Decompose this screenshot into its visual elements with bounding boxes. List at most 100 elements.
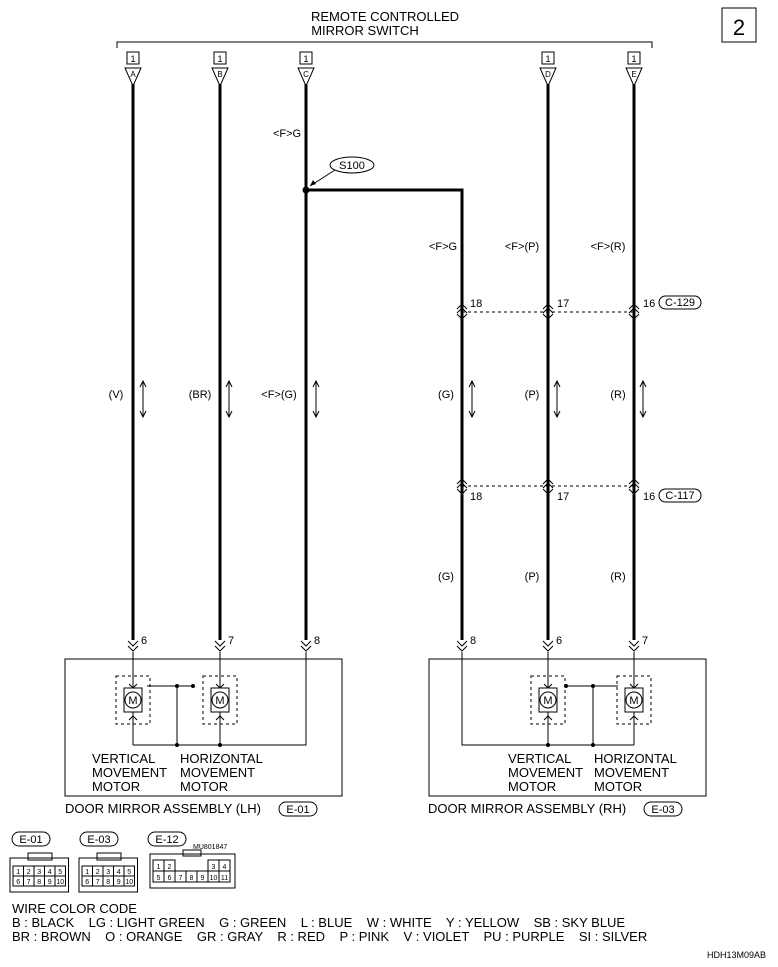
rh-assembly-connector: E-03 [651,804,674,816]
wire-label-c-top: <F>G [273,128,301,140]
lh-joint-4 [218,743,222,747]
lh-horizontal-label-2: MOVEMENT [180,765,255,780]
connector-views: E-01 E-03 E-12 MU801847 [11,831,227,851]
switch-title-line2: MIRROR SWITCH [311,23,419,38]
lh-vertical-motor-lead-bottom-chevron [128,715,138,721]
e12-cell-number: 2 [168,864,172,871]
lh-vertical-motor-symbol [124,691,142,709]
assembly-pin-chevron [628,640,640,647]
e03-housing [78,857,138,893]
c129-pin-16: 16 [643,298,655,310]
e12-part-number: MU801847 [193,844,227,851]
c117-chevron-upper [456,478,468,485]
assembly-pin-chevron2 [214,645,226,652]
c117-chevron-lower [628,488,640,495]
lh-horizontal-label-3: MOTOR [180,779,228,794]
assembly-pin-chevron [456,640,468,647]
c117-marks [456,478,640,495]
e01-latch [27,852,53,861]
assembly-pin-chevron2 [628,645,640,652]
e03-cell-number: 7 [96,879,100,886]
e01-cell-number: 8 [37,879,41,886]
e12-tag [147,831,187,847]
c129-chevron-upper2 [628,307,640,314]
c117-chevron-lower [542,488,554,495]
assembly-pin-chevron [300,640,312,647]
wire-label-r1-mid: (G) [438,389,454,401]
lh-joint-3 [175,743,179,747]
lh-vertical-label-1: VERTICAL [92,751,155,766]
c129-label: C-129 [665,297,695,309]
switch-pin-letter: B [217,70,222,79]
rh-joint-2 [591,684,595,688]
wire-label-b-mid: (BR) [189,389,212,401]
wire-splice-branch [306,188,464,640]
wire-label-a-mid: (V) [109,389,124,401]
c129-chevron-upper2 [456,307,468,314]
e01-tag [11,831,51,847]
rh-pin-7: 7 [642,635,648,647]
c117-chevron-upper2 [542,482,554,489]
rh-pin-6: 6 [556,635,562,647]
e12-cell-number: 8 [190,875,194,882]
switch-pin-number: 1 [631,54,636,64]
switch-pin-num-box [627,51,641,65]
e12-latch [182,849,202,857]
e03-cell-number: 5 [127,869,131,876]
assembly-pin-chevron2 [300,645,312,652]
e12-housing [149,853,236,889]
splice-tag [329,156,375,174]
c129-marks [456,303,640,320]
e01-tag-label: E-01 [19,834,42,846]
wire-label-r3-mid: (R) [610,389,625,401]
c117-chevron-upper [542,478,554,485]
rh-vertical-label-3: MOTOR [508,779,556,794]
lh-vertical-label-3: MOTOR [92,779,140,794]
e01-cell-number: 9 [48,879,52,886]
e03-cell-number: 2 [96,869,100,876]
rh-joint-4 [546,743,550,747]
assembly-pin-chevron2 [456,645,468,652]
e01-cell-number: 1 [16,869,20,876]
lh-assembly-connector-tag [278,801,318,817]
switch-pin-number: 1 [545,54,550,64]
double-arrow-head-down [139,410,147,419]
e03-cell-number: 8 [106,879,110,886]
rh-vertical-motor-symbol [539,691,557,709]
e01-cell [54,875,66,887]
e03-cell [123,875,135,887]
switch-pin-num-box [299,51,313,65]
wire-color-code-line1: B : BLACK LG : LIGHT GREEN G : GREEN L :… [12,915,625,930]
c129-chevron-upper [628,303,640,310]
page-number-box [721,7,757,43]
assembly-pin-chevron [127,640,139,647]
splice-point [302,186,310,194]
lh-pin-7: 7 [228,635,234,647]
splice-arrowhead [310,180,316,186]
rh-horizontal-motor-lead-bottom-chevron [629,715,639,721]
lh-int-common [133,652,307,746]
page-number: 2 [733,15,745,40]
c129-pin-18: 18 [470,298,482,310]
double-arrow-head-up [468,379,476,388]
c129-chevron-upper [456,303,468,310]
rh-horizontal-label-1: HORIZONTAL [594,751,677,766]
assembly-pin-chevron2 [127,645,139,652]
e12-tag-label: E-12 [155,834,178,846]
rh-vertical-motor-symbol-letter: M [543,695,552,707]
c117-chevron-upper2 [628,482,640,489]
c117-chevron-upper2 [456,482,468,489]
rh-assembly-box [428,658,707,797]
double-arrow-head-down [553,410,561,419]
wire-label-r2-top: <F>(P) [505,241,539,253]
e12-cell-number: 5 [157,875,161,882]
rh-horizontal-motor-symbol [625,691,643,709]
e03-tag-label: E-03 [87,834,110,846]
c117-tag [658,488,702,503]
e12-cell-number: 11 [221,875,228,882]
e12-cell-number: 10 [210,875,218,882]
c117-chevron-lower [456,488,468,495]
c129-chevron-lower [542,313,554,320]
